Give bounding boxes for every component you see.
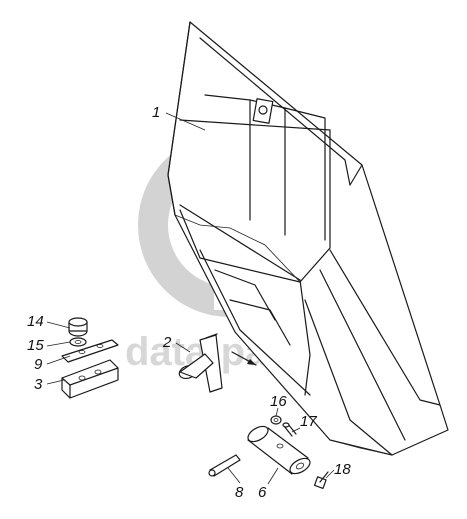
pin-part-8 — [208, 454, 241, 477]
callout-1: 1 — [152, 104, 160, 121]
callout-labels: 1 2 3 6 8 9 14 15 16 17 18 — [27, 104, 351, 501]
callout-2: 2 — [162, 334, 172, 351]
callout-15: 15 — [27, 337, 44, 354]
plate-part-9 — [61, 339, 119, 363]
callout-8: 8 — [235, 484, 244, 501]
callout-16: 16 — [270, 393, 287, 410]
callout-14: 14 — [27, 313, 44, 330]
nut-part-14 — [68, 317, 88, 337]
motion-arrow — [231, 351, 257, 366]
washer-part-15 — [69, 337, 87, 347]
block-part-3 — [61, 359, 119, 399]
bolt-part-17 — [282, 422, 297, 437]
callout-3: 3 — [34, 376, 43, 393]
callout-9: 9 — [34, 356, 43, 373]
pin-part-2 — [178, 333, 223, 393]
frame-part-1 — [167, 21, 449, 456]
sleeve-part-6 — [247, 425, 311, 475]
bolt-part-18 — [313, 471, 329, 490]
callout-6: 6 — [258, 484, 267, 501]
leader-lines — [46, 112, 335, 485]
callout-17: 17 — [300, 413, 317, 430]
washer-part-16 — [270, 415, 282, 425]
callout-18: 18 — [334, 461, 351, 478]
